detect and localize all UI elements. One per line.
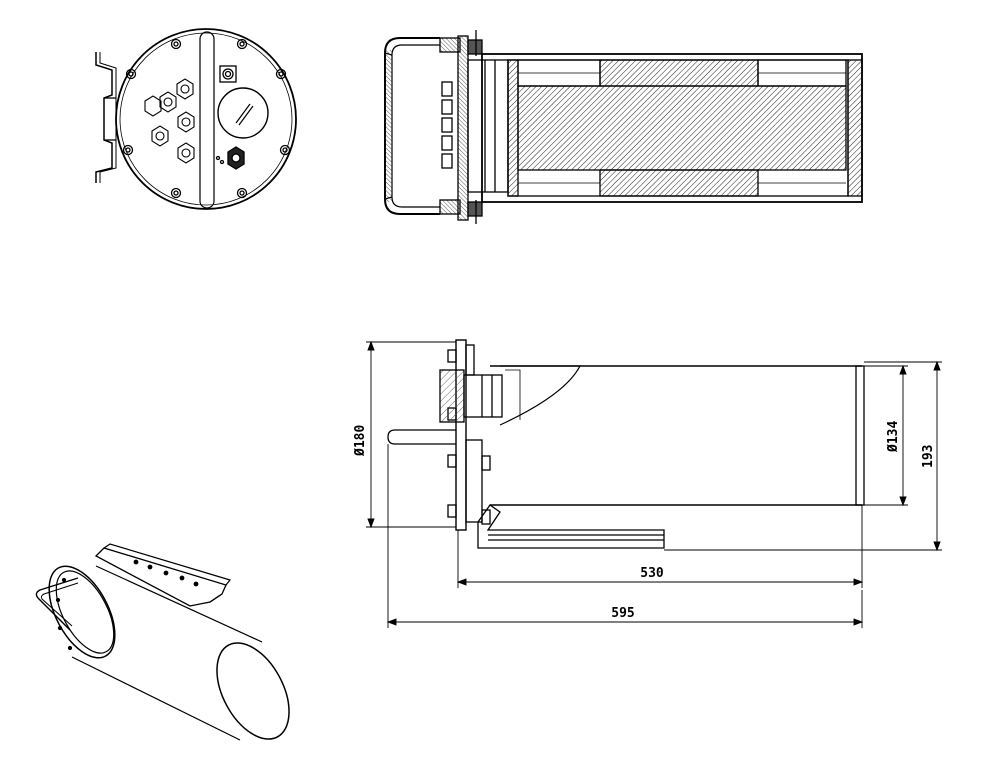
end-view-handle bbox=[199, 31, 215, 209]
side-tube-cap bbox=[855, 365, 865, 506]
section-handle bbox=[384, 37, 440, 215]
internal-connectors bbox=[441, 81, 453, 169]
dimension-lines bbox=[366, 340, 942, 628]
dimension-labels: Ø180 Ø134 193 530 595 bbox=[353, 421, 936, 621]
dim-tube-diameter: Ø134 bbox=[886, 421, 901, 453]
section-view bbox=[384, 30, 863, 224]
isometric-view bbox=[35, 543, 290, 741]
end-view-bracket bbox=[95, 52, 113, 183]
flange-outer bbox=[115, 28, 297, 210]
iso-flange bbox=[48, 565, 116, 659]
end-view bbox=[95, 28, 297, 210]
flange-bolts bbox=[122, 38, 291, 199]
dim-tube-length: 530 bbox=[640, 566, 664, 581]
iso-bracket bbox=[94, 547, 227, 607]
dim-total-length: 595 bbox=[611, 606, 634, 621]
side-view bbox=[387, 339, 865, 549]
iso-tube-end bbox=[216, 642, 290, 740]
cable-glands bbox=[144, 78, 195, 164]
round-cap bbox=[217, 87, 269, 139]
side-flange bbox=[455, 339, 467, 531]
dim-total-height: 193 bbox=[921, 445, 936, 468]
dim-outer-diameter: Ø180 bbox=[353, 425, 368, 457]
